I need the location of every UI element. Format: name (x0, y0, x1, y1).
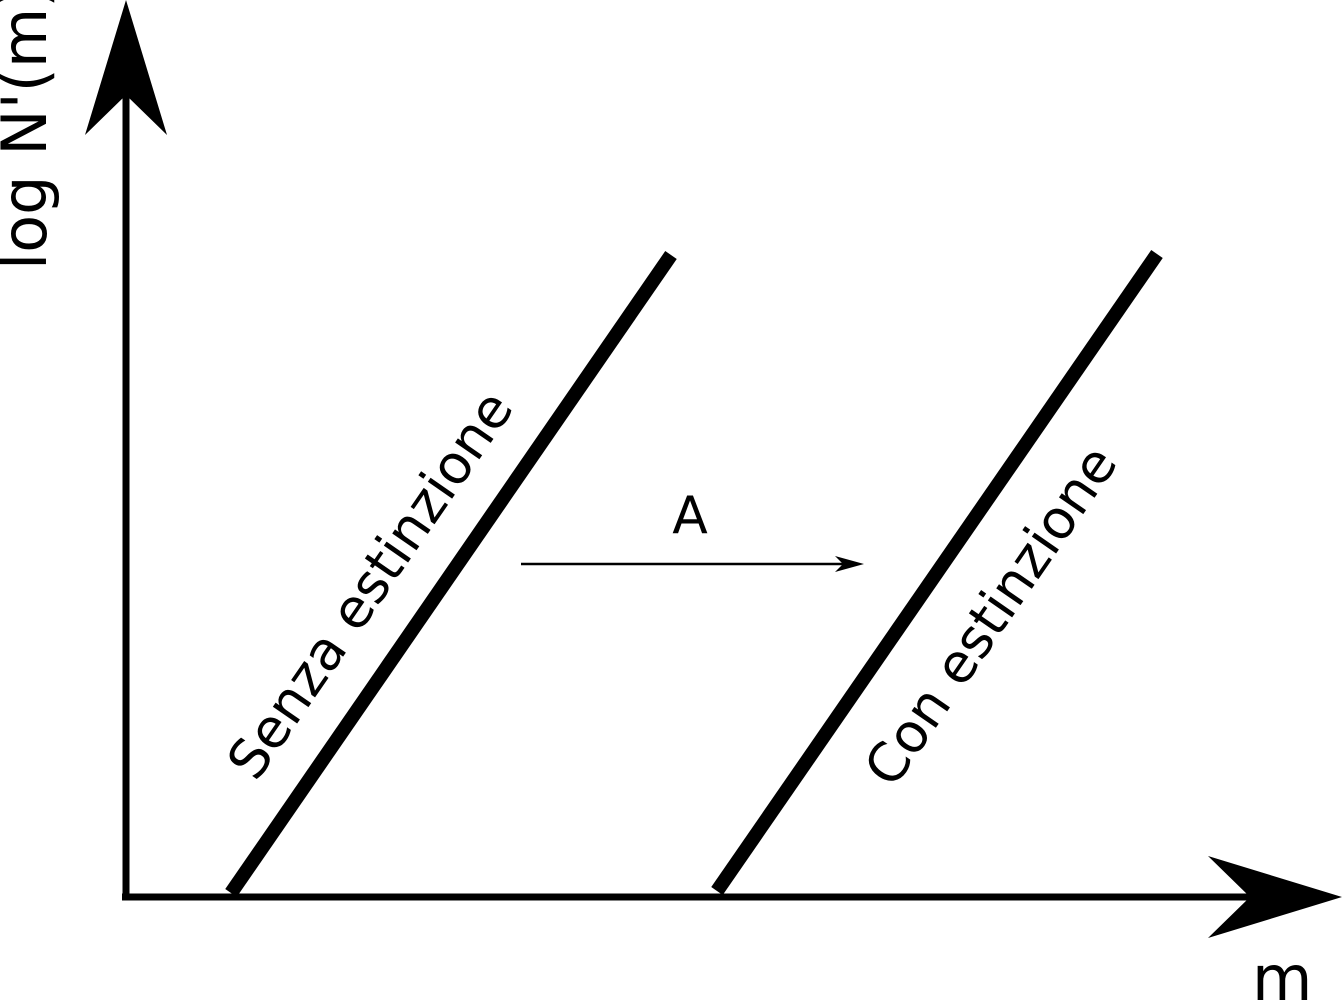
line-without-extinction-label: Senza estinzione (215, 379, 526, 790)
line-with-extinction (711, 250, 1163, 895)
x-axis-arrowhead (1208, 856, 1342, 938)
y-axis-label: log N'(m) (0, 0, 61, 270)
shift-arrowhead (835, 556, 864, 572)
y-axis-arrowhead (85, 0, 167, 135)
line-without-extinction (225, 251, 677, 897)
shift-label: A (672, 486, 708, 546)
x-axis-label: m (1252, 942, 1312, 1004)
